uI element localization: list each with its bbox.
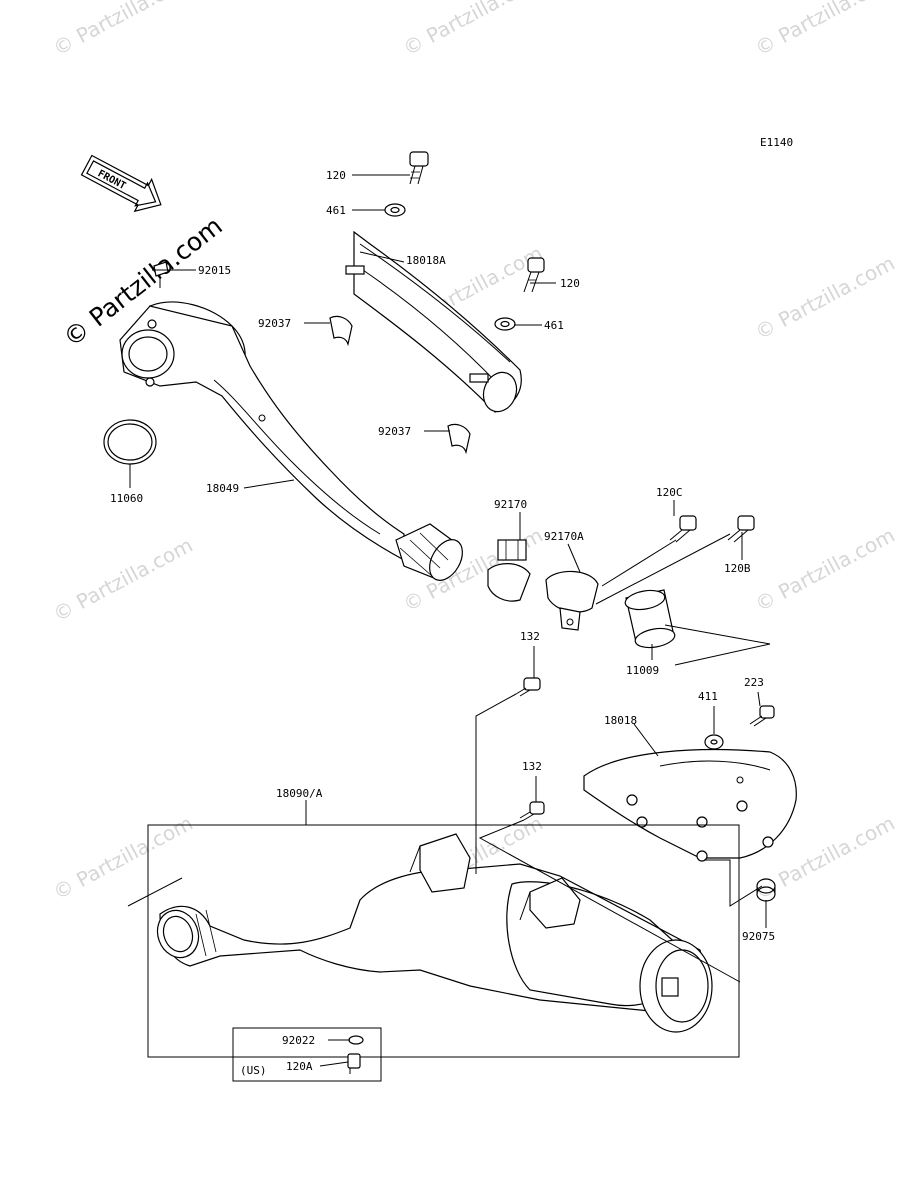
part-label-120C: 120C (656, 486, 683, 499)
clamp-92170 (487, 539, 531, 602)
nut-92075 (756, 878, 776, 902)
part-label-92022: 92022 (282, 1034, 315, 1047)
part-label-461: 461 (326, 204, 346, 217)
bolt-120-mid (523, 257, 545, 293)
part-label-92075: 92075 (742, 930, 775, 943)
part-label-132: 132 (522, 760, 542, 773)
clamp-92170A (545, 570, 599, 631)
part-label-92170A: 92170A (544, 530, 584, 543)
watermark: © Partzilla.com (49, 0, 197, 60)
bolt-120B (727, 515, 755, 543)
bolt-120-top (409, 151, 429, 185)
us-note: (US) (240, 1064, 267, 1077)
watermark: © Partzilla.com (751, 251, 899, 345)
clip-461-top (384, 203, 406, 217)
part-label-132: 132 (520, 630, 540, 643)
bracket-92037-b (447, 423, 471, 455)
part-label-18049: 18049 (206, 482, 239, 495)
part-label-11009: 11009 (626, 664, 659, 677)
bolt-132-a (515, 677, 541, 697)
washer-411 (704, 734, 724, 750)
leader-lines (129, 174, 771, 1067)
muffler-18090A (127, 824, 740, 1058)
clip-461-mid (494, 317, 516, 331)
part-label-18018: 18018 (604, 714, 637, 727)
bolt-132-b (519, 801, 545, 821)
bolt-223 (749, 705, 775, 727)
part-label-411: 411 (698, 690, 718, 703)
part-label-11060: 11060 (110, 492, 143, 505)
part-label-223: 223 (744, 676, 764, 689)
part-label-18090A: 18090/A (276, 787, 323, 800)
part-label-461: 461 (544, 319, 564, 332)
part-label-120: 120 (326, 169, 346, 182)
gasket-11009 (624, 589, 676, 649)
part-labels: 92015 11060 18049 120 461 18018A 120 461… (110, 169, 775, 1077)
part-label-120B: 120B (724, 562, 751, 575)
watermark: © Partzilla.com (751, 523, 899, 617)
part-label-92015: 92015 (198, 264, 231, 277)
part-label-92170: 92170 (494, 498, 527, 511)
exhaust-pipe-18049 (119, 261, 463, 581)
part-label-92037: 92037 (258, 317, 291, 330)
front-arrow: FRONT (80, 154, 162, 213)
diagram-code: E1140 (760, 136, 793, 149)
part-label-120A: 120A (286, 1060, 313, 1073)
heat-guard-18018 (583, 748, 797, 862)
part-label-120: 120 (560, 277, 580, 290)
part-label-18018A: 18018A (406, 254, 446, 267)
bolt-120C (669, 515, 697, 543)
watermark: © Partzilla.com (49, 533, 197, 627)
gasket-11060 (103, 419, 157, 482)
bracket-92037-a (329, 315, 353, 347)
watermark: © Partzilla.com (399, 0, 547, 60)
part-label-92037: 92037 (378, 425, 411, 438)
watermark: © Partzilla.com (751, 0, 899, 60)
